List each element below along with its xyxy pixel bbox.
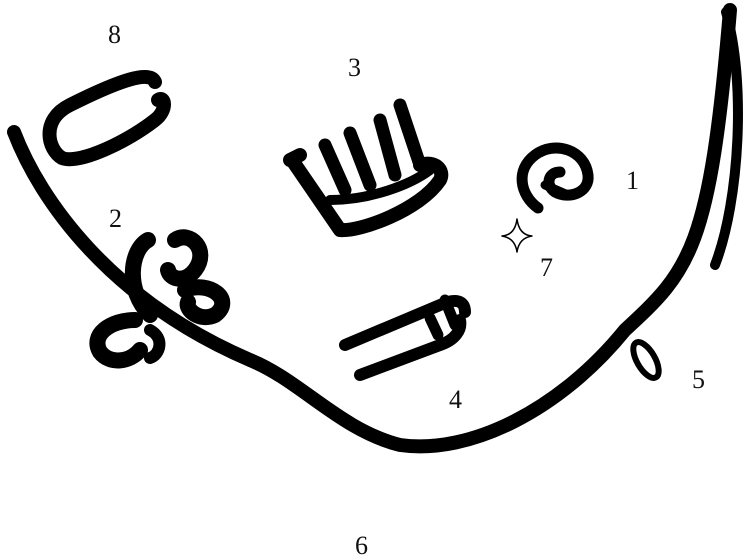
rounded-frame-glyph-icon	[50, 77, 165, 159]
label-8: 8	[108, 22, 121, 48]
label-4: 4	[449, 387, 462, 413]
label-5: 5	[692, 367, 705, 393]
label-7: 7	[540, 255, 553, 281]
loop-glyph-icon	[628, 338, 664, 382]
label-6: 6	[355, 533, 368, 559]
label-3: 3	[348, 55, 361, 81]
coiled-glyph-icon	[522, 148, 588, 208]
comb-glyph-icon	[290, 105, 441, 230]
four-point-star-icon	[502, 219, 532, 252]
label-1: 1	[626, 168, 639, 194]
label-2: 2	[109, 206, 122, 232]
arrow-glyph-icon	[345, 300, 465, 375]
